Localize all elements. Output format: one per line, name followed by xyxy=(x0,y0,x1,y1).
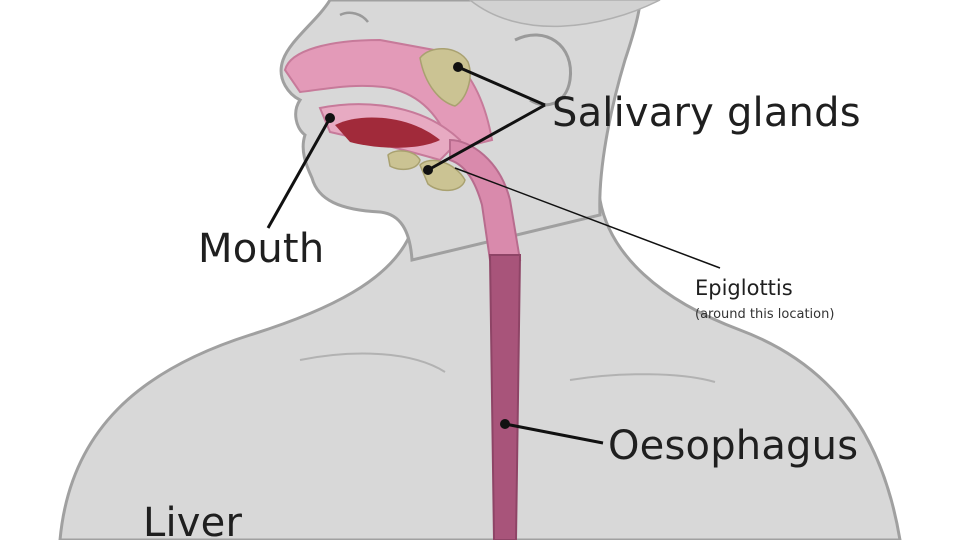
leader-epiglottis xyxy=(454,167,721,269)
salivary-glands-label: Salivary glands xyxy=(552,90,861,136)
oesophagus-tube xyxy=(488,254,522,540)
liver-label: Liver xyxy=(143,500,243,540)
anchor-dots xyxy=(325,62,510,429)
collarbone-right xyxy=(569,373,716,383)
torso xyxy=(58,198,902,540)
collarbone xyxy=(299,352,446,373)
mouth-label: Mouth xyxy=(198,226,325,272)
oesophagus-label: Oesophagus xyxy=(608,423,859,469)
tongue xyxy=(335,117,440,148)
dot-oesophagus xyxy=(500,419,510,429)
eye xyxy=(339,11,369,23)
dot-mouth xyxy=(325,113,335,123)
leader-salivary-upper xyxy=(457,65,546,107)
hair xyxy=(468,0,661,28)
dot-salivary-upper xyxy=(453,62,463,72)
leader-oesophagus xyxy=(504,422,604,445)
epiglottis-label: Epiglottis xyxy=(695,276,793,300)
leader-mouth xyxy=(266,117,332,229)
salivary-gland-lower-left xyxy=(387,150,421,171)
ear xyxy=(514,33,573,107)
epiglottis-note: (around this location) xyxy=(695,307,835,322)
leader-lines xyxy=(266,65,721,445)
leader-salivary-lower xyxy=(427,103,546,172)
dot-salivary-lower xyxy=(423,165,433,175)
